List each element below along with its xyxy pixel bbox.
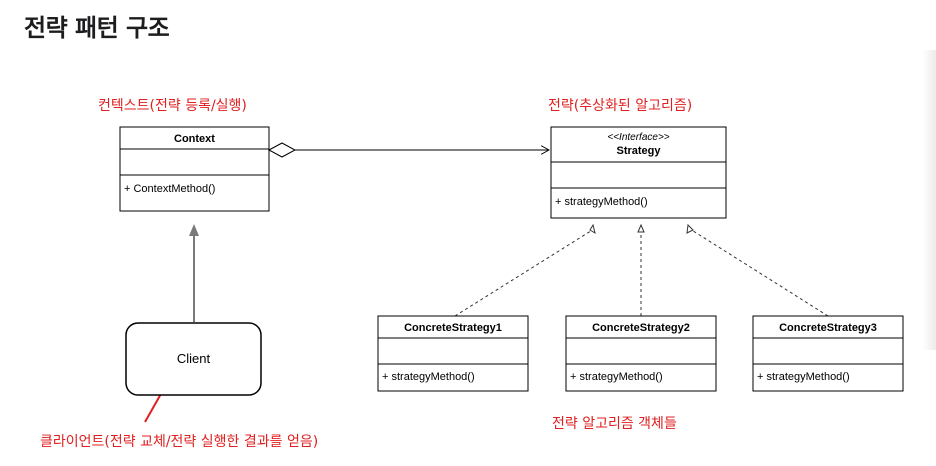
concrete-strategy-2-method: + strategyMethod() <box>570 371 663 383</box>
concrete-strategy-3-method: + strategyMethod() <box>757 371 850 383</box>
concrete-strategy-1-method: + strategyMethod() <box>382 371 475 383</box>
client-box: Client <box>125 322 262 396</box>
aggregation-diamond <box>267 142 297 158</box>
page-title: 전략 패턴 구조 <box>24 14 170 42</box>
concrete-strategy-1: ConcreteStrategy1 + strategyMethod() <box>377 315 529 392</box>
context-class: Context + ContextMethod() <box>119 126 270 212</box>
strategy-annotation: 전략(추상화된 알고리즘) <box>548 98 692 114</box>
realization-arrow-3 <box>686 223 829 317</box>
concrete-strategy-3: ConcreteStrategy3 + strategyMethod() <box>752 315 904 392</box>
client-name: Client <box>177 351 211 366</box>
strategy-method: + strategyMethod() <box>555 196 648 208</box>
concrete-annotation: 전략 알고리즘 객체들 <box>552 416 677 432</box>
strategy-interface: <<Interface>> Strategy + strategyMethod(… <box>550 126 727 219</box>
concrete-strategy-3-name: ConcreteStrategy3 <box>779 322 877 334</box>
concrete-strategy-2: ConcreteStrategy2 + strategyMethod() <box>565 315 717 392</box>
strategy-stereotype: <<Interface>> <box>607 132 669 143</box>
context-name: Context <box>174 133 215 145</box>
realization-arrow-2 <box>637 223 645 316</box>
client-context-arrowhead <box>189 224 199 236</box>
concrete-strategy-2-name: ConcreteStrategy2 <box>592 322 690 334</box>
strategy-name: Strategy <box>616 145 661 157</box>
concrete-strategy-1-name: ConcreteStrategy1 <box>404 322 502 334</box>
realization-arrow-1 <box>454 223 596 317</box>
client-pointer-line <box>144 391 163 423</box>
context-annotation: 컨텍스트(전략 등록/실행) <box>98 98 247 114</box>
context-method: + ContextMethod() <box>124 183 215 195</box>
client-annotation: 클라이언트(전략 교체/전략 실행한 결과를 얻음) <box>40 434 318 450</box>
edge-shadow <box>922 50 936 350</box>
